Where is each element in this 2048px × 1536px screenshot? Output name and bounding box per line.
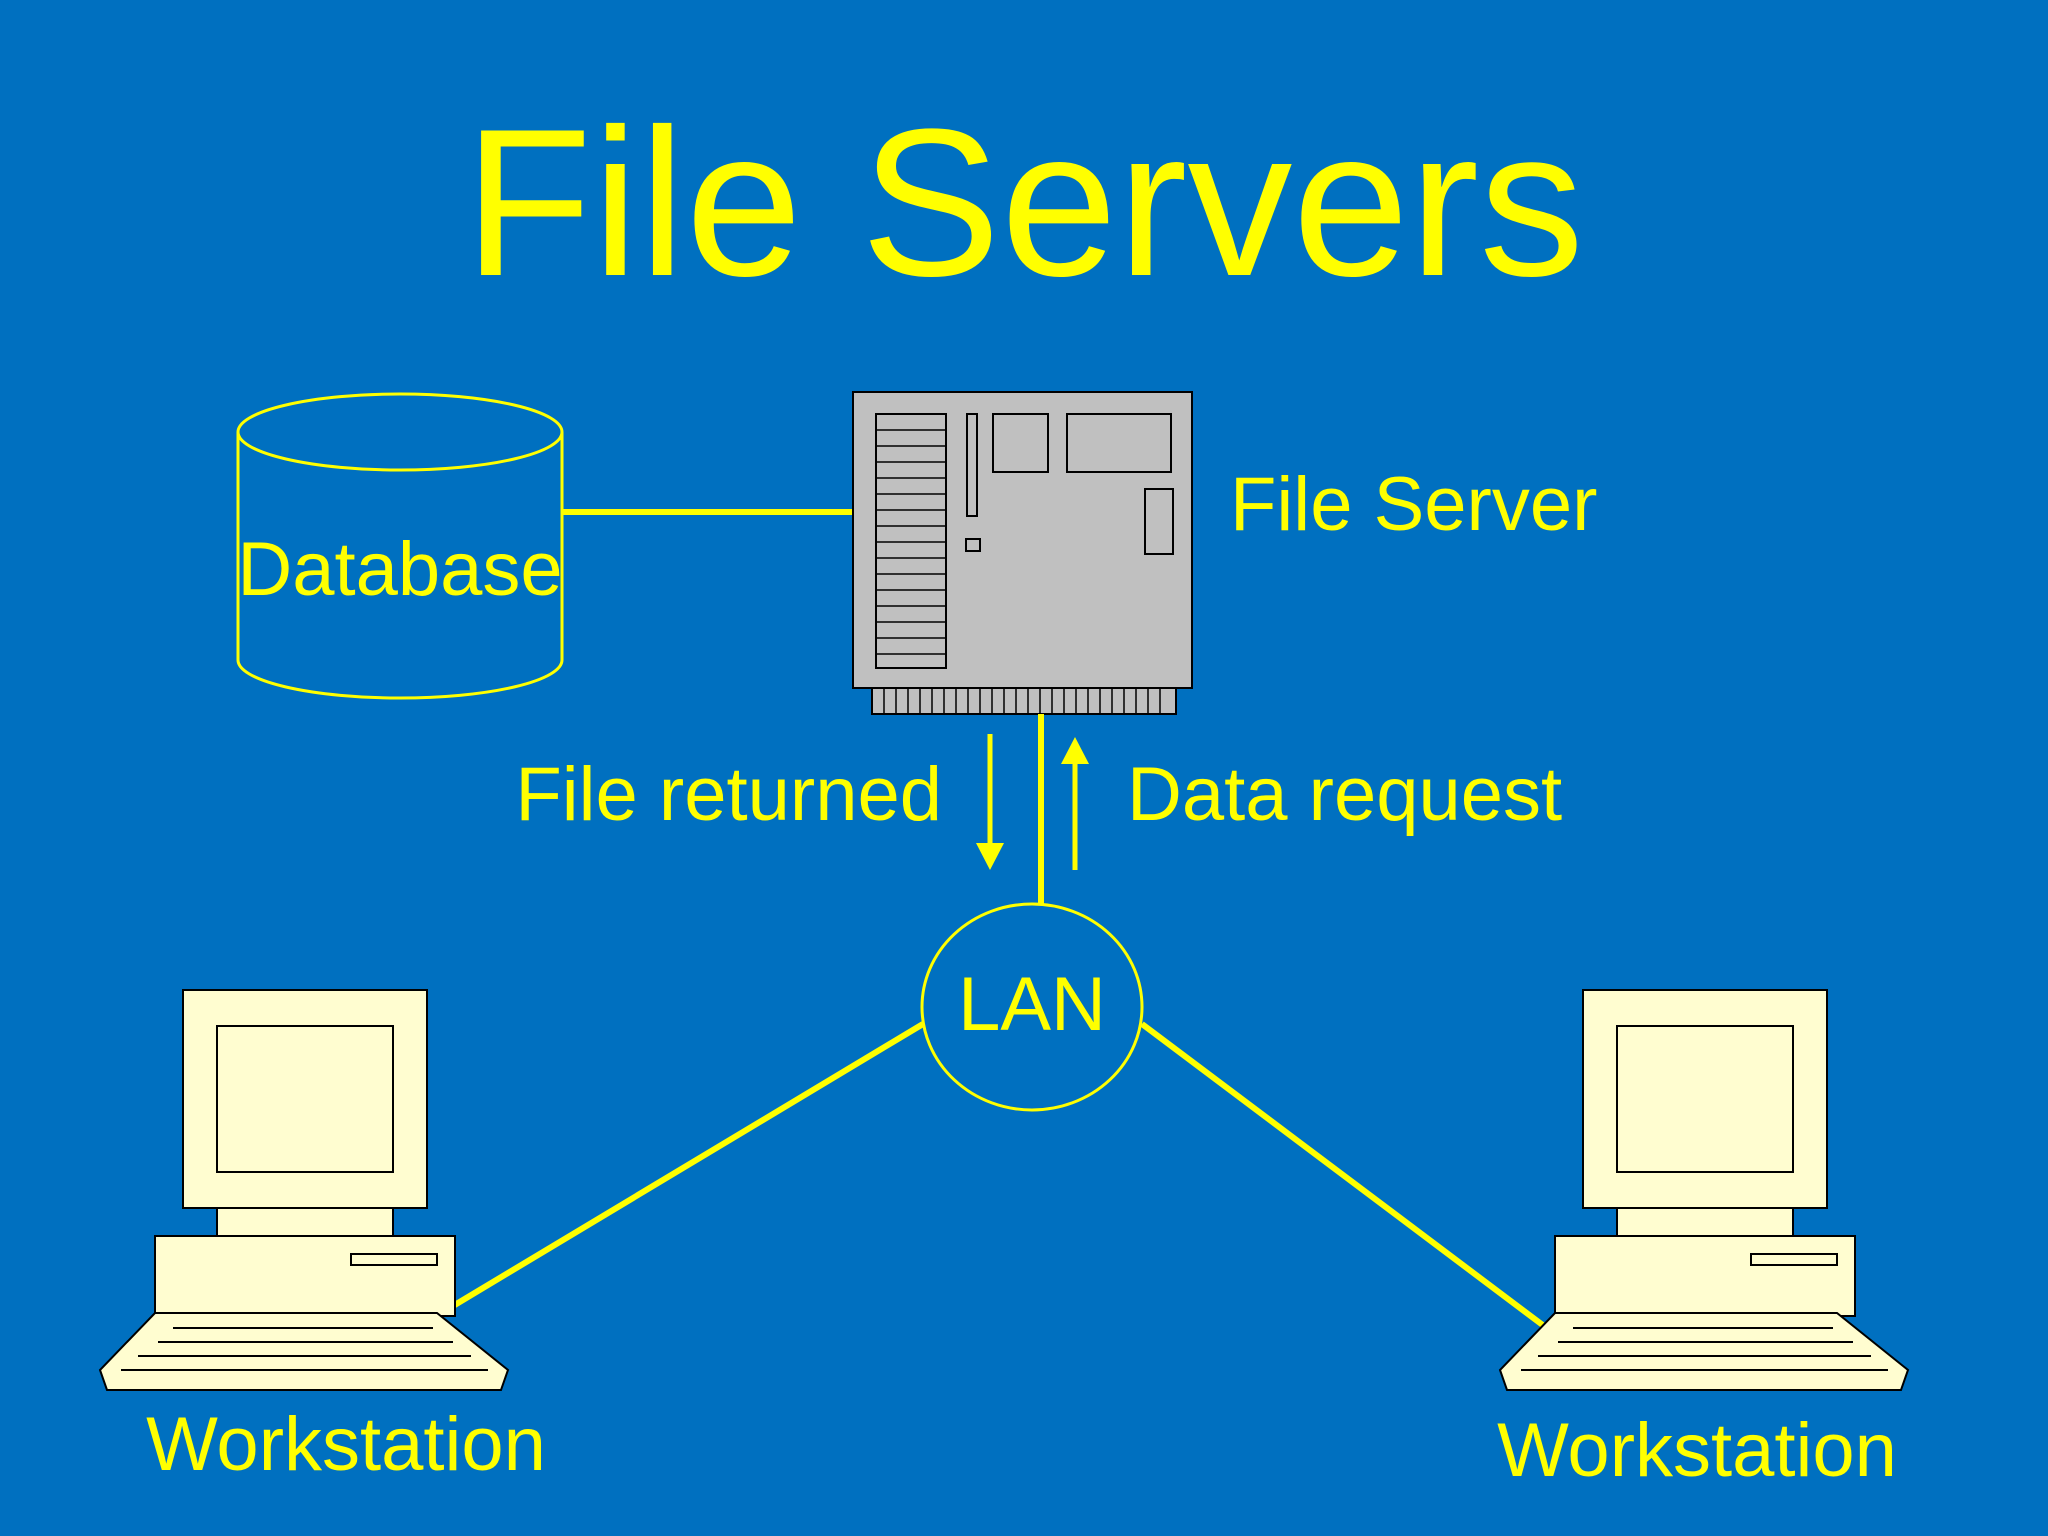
- server-icon: [852, 391, 1193, 715]
- file-server-label: File Server: [1230, 462, 1597, 547]
- desktop-computer-icon: [99, 989, 509, 1391]
- arrow-up-icon: [1061, 737, 1089, 870]
- desktop-computer-icon: [1499, 989, 1909, 1391]
- lan-ellipse: [920, 902, 1144, 1112]
- lan-workstation-right-link: [1140, 1021, 1562, 1341]
- arrow-down-icon: [976, 734, 1004, 870]
- lan-workstation-left-link: [441, 1021, 925, 1315]
- database-label: Database: [237, 527, 562, 612]
- file-returned-label: File returned: [515, 752, 942, 837]
- data-request-label: Data request: [1127, 752, 1562, 837]
- database-cylinder-icon: [236, 392, 564, 700]
- lan-label: LAN: [958, 962, 1106, 1047]
- slide-title: File Servers: [464, 85, 1584, 320]
- workstation-right-label: Workstation: [1497, 1408, 1897, 1493]
- workstation-left-label: Workstation: [146, 1402, 546, 1487]
